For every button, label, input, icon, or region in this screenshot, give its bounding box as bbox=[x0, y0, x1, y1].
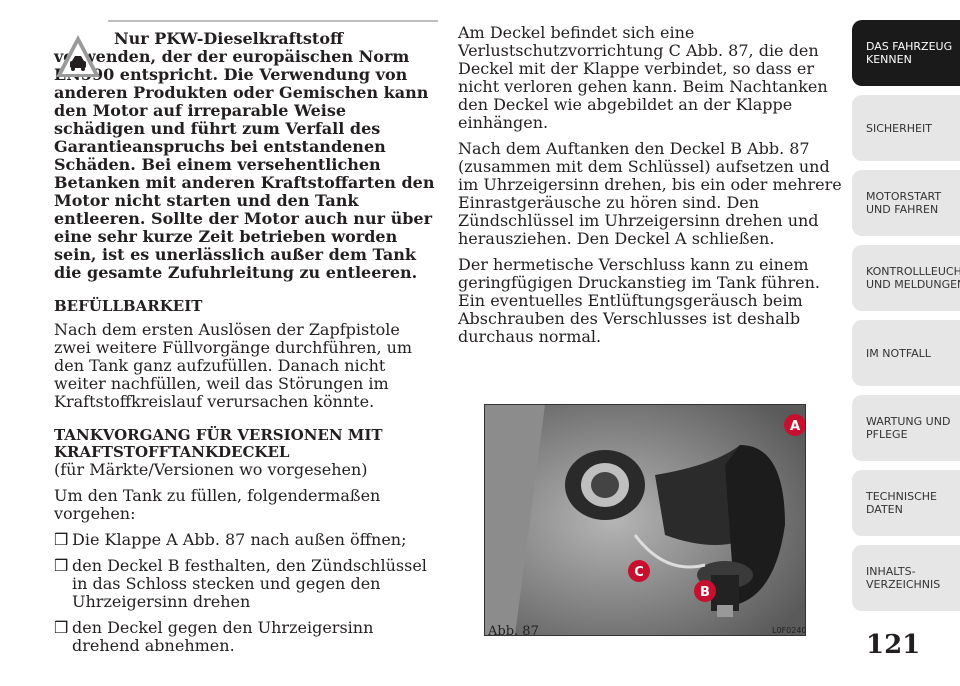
page-number: 121 bbox=[866, 630, 921, 660]
warning-rule bbox=[108, 20, 438, 22]
tab-kontrollleuchten[interactable]: KONTROLLLEUCHTEN UND MELDUNGEN bbox=[852, 245, 960, 311]
tab-wartung-und-pflege[interactable]: WARTUNG UND PFLEGE bbox=[852, 395, 960, 461]
label-c: C bbox=[634, 565, 644, 580]
paragraph: Um den Tank zu füllen, folgendermaßen vo… bbox=[54, 486, 381, 523]
warning-car-icon bbox=[56, 35, 100, 77]
tab-technische-daten[interactable]: TECHNISCHE DATEN bbox=[852, 470, 960, 536]
heading-befuellbarkeit: BEFÜLLBARKEIT bbox=[54, 297, 203, 315]
left-column: Nur PKW-Dieselkraftstoff verwenden, der … bbox=[54, 20, 438, 663]
label-b-marker bbox=[694, 580, 716, 602]
label-a-marker bbox=[784, 414, 806, 436]
paragraph: Nach dem Auftanken den Deckel B Abb. 87 … bbox=[458, 139, 842, 248]
label-c-marker bbox=[628, 560, 650, 582]
warning-box: Nur PKW-Dieselkraftstoff verwenden, der … bbox=[54, 30, 438, 282]
tab-im-notfall[interactable]: IM NOTFALL bbox=[852, 320, 960, 386]
bullet-icon: ❒ bbox=[54, 618, 69, 637]
paragraph: Nach dem ersten Auslösen der Zapfpistole… bbox=[54, 320, 413, 411]
tab-inhaltsverzeichnis[interactable]: INHALTS-VERZEICHNIS bbox=[852, 545, 960, 611]
tab-das-fahrzeug-kennen[interactable]: DAS FAHRZEUG KENNEN bbox=[852, 20, 960, 86]
list-item: ❒ den Deckel B festhalten, den Zündschlü… bbox=[54, 557, 438, 611]
warning-text: Nur PKW-Dieselkraftstoff verwenden, der … bbox=[54, 29, 435, 282]
figure-code: L0F0240 bbox=[772, 626, 807, 635]
label-a: A bbox=[790, 419, 800, 434]
paragraph: Am Deckel befindet sich eine Verlustschu… bbox=[458, 23, 828, 132]
figure-caption: Abb. 87 bbox=[488, 624, 539, 639]
middle-column: Am Deckel befindet sich eine Verlustschu… bbox=[458, 24, 842, 354]
fuel-cap-illustration: A B C bbox=[485, 405, 806, 635]
bullet-icon: ❒ bbox=[54, 556, 69, 575]
paragraph: Der hermetische Verschluss kann zu einem… bbox=[458, 255, 821, 346]
fuel-cap-figure: A B C bbox=[484, 404, 806, 636]
list-item: ❒ Die Klappe A Abb. 87 nach außen öffnen… bbox=[54, 531, 438, 549]
chapter-sidebar: DAS FAHRZEUG KENNEN SICHERHEIT MOTORSTAR… bbox=[852, 20, 960, 620]
heading-tankvorgang: TANKVORGANG FÜR VERSIONEN MIT KRAFTSTOFF… bbox=[54, 426, 383, 461]
list-item-text: Die Klappe A Abb. 87 nach außen öffnen; bbox=[72, 530, 407, 549]
bullet-icon: ❒ bbox=[54, 530, 69, 549]
list-item-text: den Deckel gegen den Uhrzeigersinn drehe… bbox=[72, 618, 374, 655]
list-item-text: den Deckel B festhalten, den Zündschlüss… bbox=[72, 556, 427, 611]
tab-motorstart-und-fahren[interactable]: MOTORSTART UND FAHREN bbox=[852, 170, 960, 236]
list-item: ❒ den Deckel gegen den Uhrzeigersinn dre… bbox=[54, 619, 438, 655]
subheading: (für Märkte/Versionen wo vorgesehen) bbox=[54, 460, 368, 479]
tab-sicherheit[interactable]: SICHERHEIT bbox=[852, 95, 960, 161]
label-b: B bbox=[700, 585, 710, 600]
